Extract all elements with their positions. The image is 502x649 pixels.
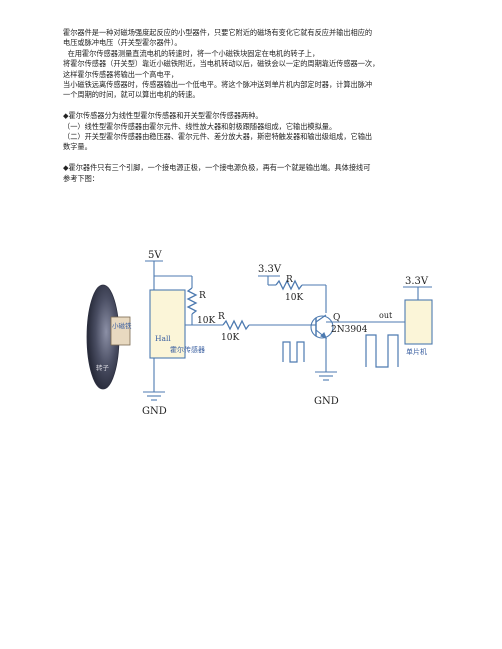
pulse-waveform-output — [365, 334, 399, 368]
collector-resistor — [275, 279, 303, 291]
base-resistor — [222, 319, 250, 331]
paragraph-line: 一个周期的时间，就可以算出电机的转速。 — [63, 90, 200, 100]
magnet-label: 小磁铁 — [112, 321, 132, 330]
transistor-part-label: 2N3904 — [331, 325, 368, 335]
transistor-collector — [315, 314, 327, 323]
paragraph-line: ◆霍尔器件只有三个引脚，一个接电源正极，一个接电源负极，再有一个就是输出端。具体… — [63, 163, 371, 173]
mcu-box — [404, 299, 433, 345]
paragraph-line: 这样霍尔传感器将输出一个高电平， — [63, 69, 179, 79]
collector-resistor-value: 10K — [285, 293, 303, 303]
base-resistor-label: R — [218, 312, 225, 322]
transistor-label: Q — [333, 313, 340, 323]
paragraph-line: 霍尔器件是一种对磁场强度起反应的小型器件，只要它附近的磁场有变化它就有反应并输出… — [63, 28, 373, 37]
emitter-arrow — [320, 332, 327, 339]
paragraph-line: 在用霍尔传感器测量直流电机的转速时，将一个小磁铁块固定在电机的转子上， — [63, 48, 320, 58]
base-resistor-value: 10K — [221, 333, 239, 343]
pullup-resistor-label: R — [199, 291, 206, 301]
paragraph-line: ◆霍尔传感器分为线性型霍尔传感器和开关型霍尔传感器两种。 — [63, 111, 263, 121]
vcc-5v-label: 5V — [148, 250, 162, 261]
paragraph-line: 参考下图： — [63, 173, 99, 183]
paragraph-line: 数字量。 — [63, 142, 92, 152]
magnet-block — [110, 316, 131, 346]
pulse-waveform-input — [282, 341, 305, 363]
paragraph-line: 当小磁铁远离传感器时，传感器输出一个低电平。将这个脉冲送到单片机内部定时器，计算… — [63, 80, 373, 90]
article-text: 霍尔器件是一种对磁场强度起反应的小型器件，只要它附近的磁场有变化它就有反应并输出… — [63, 28, 443, 184]
paragraph-line: 电压或脉冲电压（开关型霍尔器件）。 — [63, 38, 182, 48]
gnd-right-label: GND — [314, 396, 339, 407]
paragraph-line: 将霍尔传感器（开关型）靠近小磁铁附近，当电机转动以后，磁铁会以一定的周期靠近传感… — [63, 59, 380, 69]
hall-label: Hall — [155, 334, 171, 343]
out-label: out — [379, 311, 393, 320]
mcu-label: 单片机 — [406, 347, 427, 356]
vcc-33v-right-label: 3.3V — [405, 276, 429, 287]
pullup-resistor — [186, 287, 198, 315]
paragraph-line: （二）开关型霍尔传感器由稳压器、霍尔元件、差分放大器，斯密特触发器和输出级组成，… — [63, 132, 373, 142]
paragraph-line: （一）线性型霍尔传感器由霍尔元件、线性放大器和射极跟随器组成，它输出模拟量。 — [63, 121, 337, 131]
pullup-resistor-value: 10K — [197, 316, 215, 326]
gnd-left-label: GND — [142, 406, 167, 417]
vcc-33v-left-label: 3.3V — [258, 264, 282, 275]
rotor-label: 转子 — [96, 363, 110, 372]
collector-resistor-label: R — [286, 275, 293, 285]
sensor-label: 霍尔传感器 — [170, 345, 205, 354]
hall-sensor-box — [149, 289, 186, 359]
